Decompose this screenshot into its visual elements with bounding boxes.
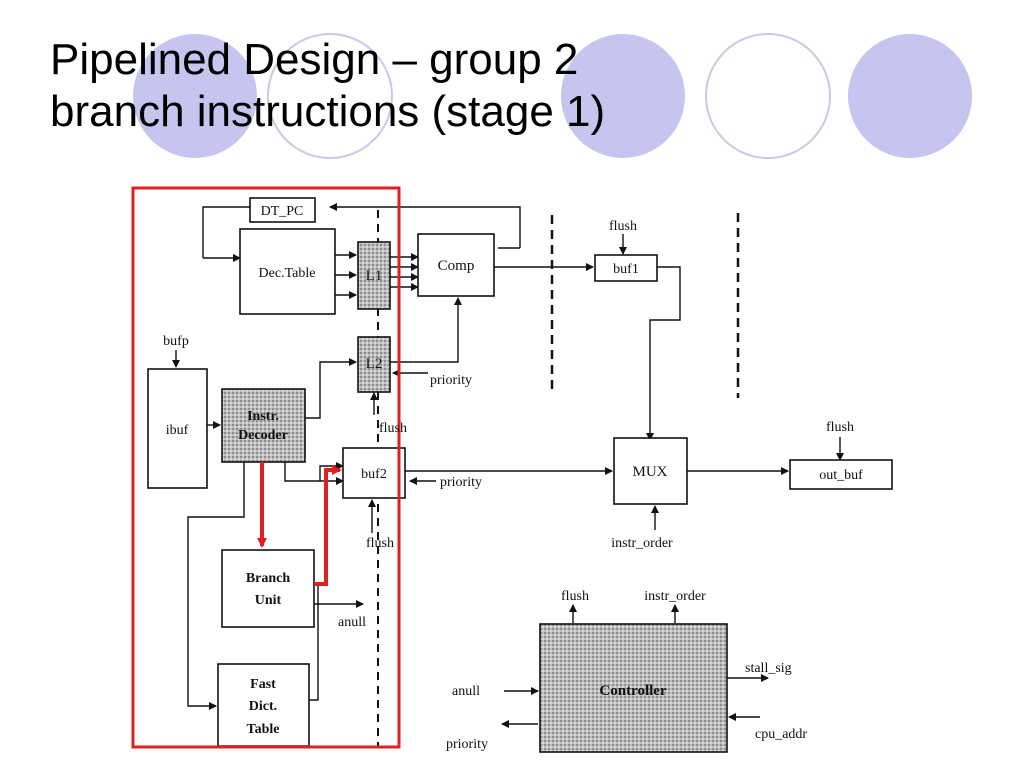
l1-label: L1 <box>366 268 383 284</box>
instr-decoder-label-line-1: Instr. <box>247 409 279 424</box>
controller-block <box>539 623 728 753</box>
controller-instr-order-signal-label: instr_order <box>644 589 706 604</box>
mux-label: MUX <box>632 464 667 480</box>
ibuf-label: ibuf <box>166 423 189 438</box>
wire-decoder-fastdict <box>187 462 245 710</box>
fast-dict-table-label-line-3: Table <box>247 722 280 737</box>
flush-buf1-signal-label: flush <box>609 219 637 234</box>
deco-circle-filled-3 <box>848 34 972 158</box>
wire-buf1-mux <box>646 266 681 441</box>
deco-circle-outline-1 <box>267 33 393 159</box>
priority-buf2-signal-label: priority <box>440 475 482 490</box>
slide-title: Pipelined Design – group 2 branch instru… <box>50 34 605 138</box>
controller-stall-sig-signal-label: stall_sig <box>745 661 792 676</box>
deco-circle-filled-2 <box>561 34 685 158</box>
anull-branch-signal-label: anull <box>338 615 366 630</box>
slide-title-line-1: Pipelined Design – group 2 <box>50 35 579 84</box>
fast-dict-table-block <box>217 663 310 747</box>
buf2-label: buf2 <box>361 467 387 482</box>
ibuf-block <box>147 368 208 489</box>
dec-table-label: Dec.Table <box>259 266 316 281</box>
controller-flush-signal-label: flush <box>561 589 589 604</box>
stage-1-highlight-box <box>131 186 401 749</box>
controller-cpu-addr-signal-label: cpu_addr <box>755 727 807 742</box>
mux-block <box>613 437 688 505</box>
branch-unit-block <box>221 549 315 628</box>
flush-l2-signal-label: flush <box>379 421 407 436</box>
fast-dict-table-label-line-2: Dict. <box>249 699 277 714</box>
dec-table-block <box>239 228 336 315</box>
out-buf-label: out_buf <box>819 468 863 483</box>
red-path-branch-buf2 <box>314 465 342 586</box>
l2-block <box>357 336 391 393</box>
wire-l2-comp <box>390 297 462 363</box>
fast-dict-table-label-line-1: Fast <box>250 677 276 692</box>
comp-label: Comp <box>438 258 475 274</box>
instr-order-mux-signal-label: instr_order <box>611 536 673 551</box>
buf2-block <box>342 447 406 499</box>
controller-priority-signal-label: priority <box>446 737 488 752</box>
out-buf-block <box>789 459 893 490</box>
l1-block <box>357 241 391 310</box>
slide-title-line-2: branch instructions (stage 1) <box>50 87 606 136</box>
flush-out-signal-label: flush <box>826 420 854 435</box>
wire-comp-to-dtpc <box>329 203 521 248</box>
wire-fastdict-up <box>309 582 319 701</box>
wire-decoder-l2 <box>305 358 357 419</box>
bufp-signal-label: bufp <box>163 334 189 349</box>
dt-pc-label: DT_PC <box>261 204 304 219</box>
l2-label: L2 <box>366 356 383 372</box>
branch-unit-label-line-2: Unit <box>255 593 282 608</box>
deco-circle-filled-1 <box>133 34 257 158</box>
dt-pc-block <box>249 197 316 223</box>
wire-dtpc-left <box>202 206 250 258</box>
wire-decoder-buf2 <box>284 462 344 485</box>
controller-anull-signal-label: anull <box>452 684 480 699</box>
priority-l2-signal-label: priority <box>430 373 472 388</box>
decorative-circles <box>133 33 972 159</box>
buf1-block <box>594 254 658 282</box>
controller-label: Controller <box>599 683 667 699</box>
instr-decoder-label-line-2: Decoder <box>238 428 288 443</box>
comp-block <box>417 233 495 297</box>
flush-buf2-signal-label: flush <box>366 536 394 551</box>
deco-circle-outline-2 <box>705 33 831 159</box>
instr-decoder-block <box>221 388 306 463</box>
branch-unit-label-line-1: Branch <box>246 571 291 586</box>
buf1-label: buf1 <box>613 262 639 277</box>
